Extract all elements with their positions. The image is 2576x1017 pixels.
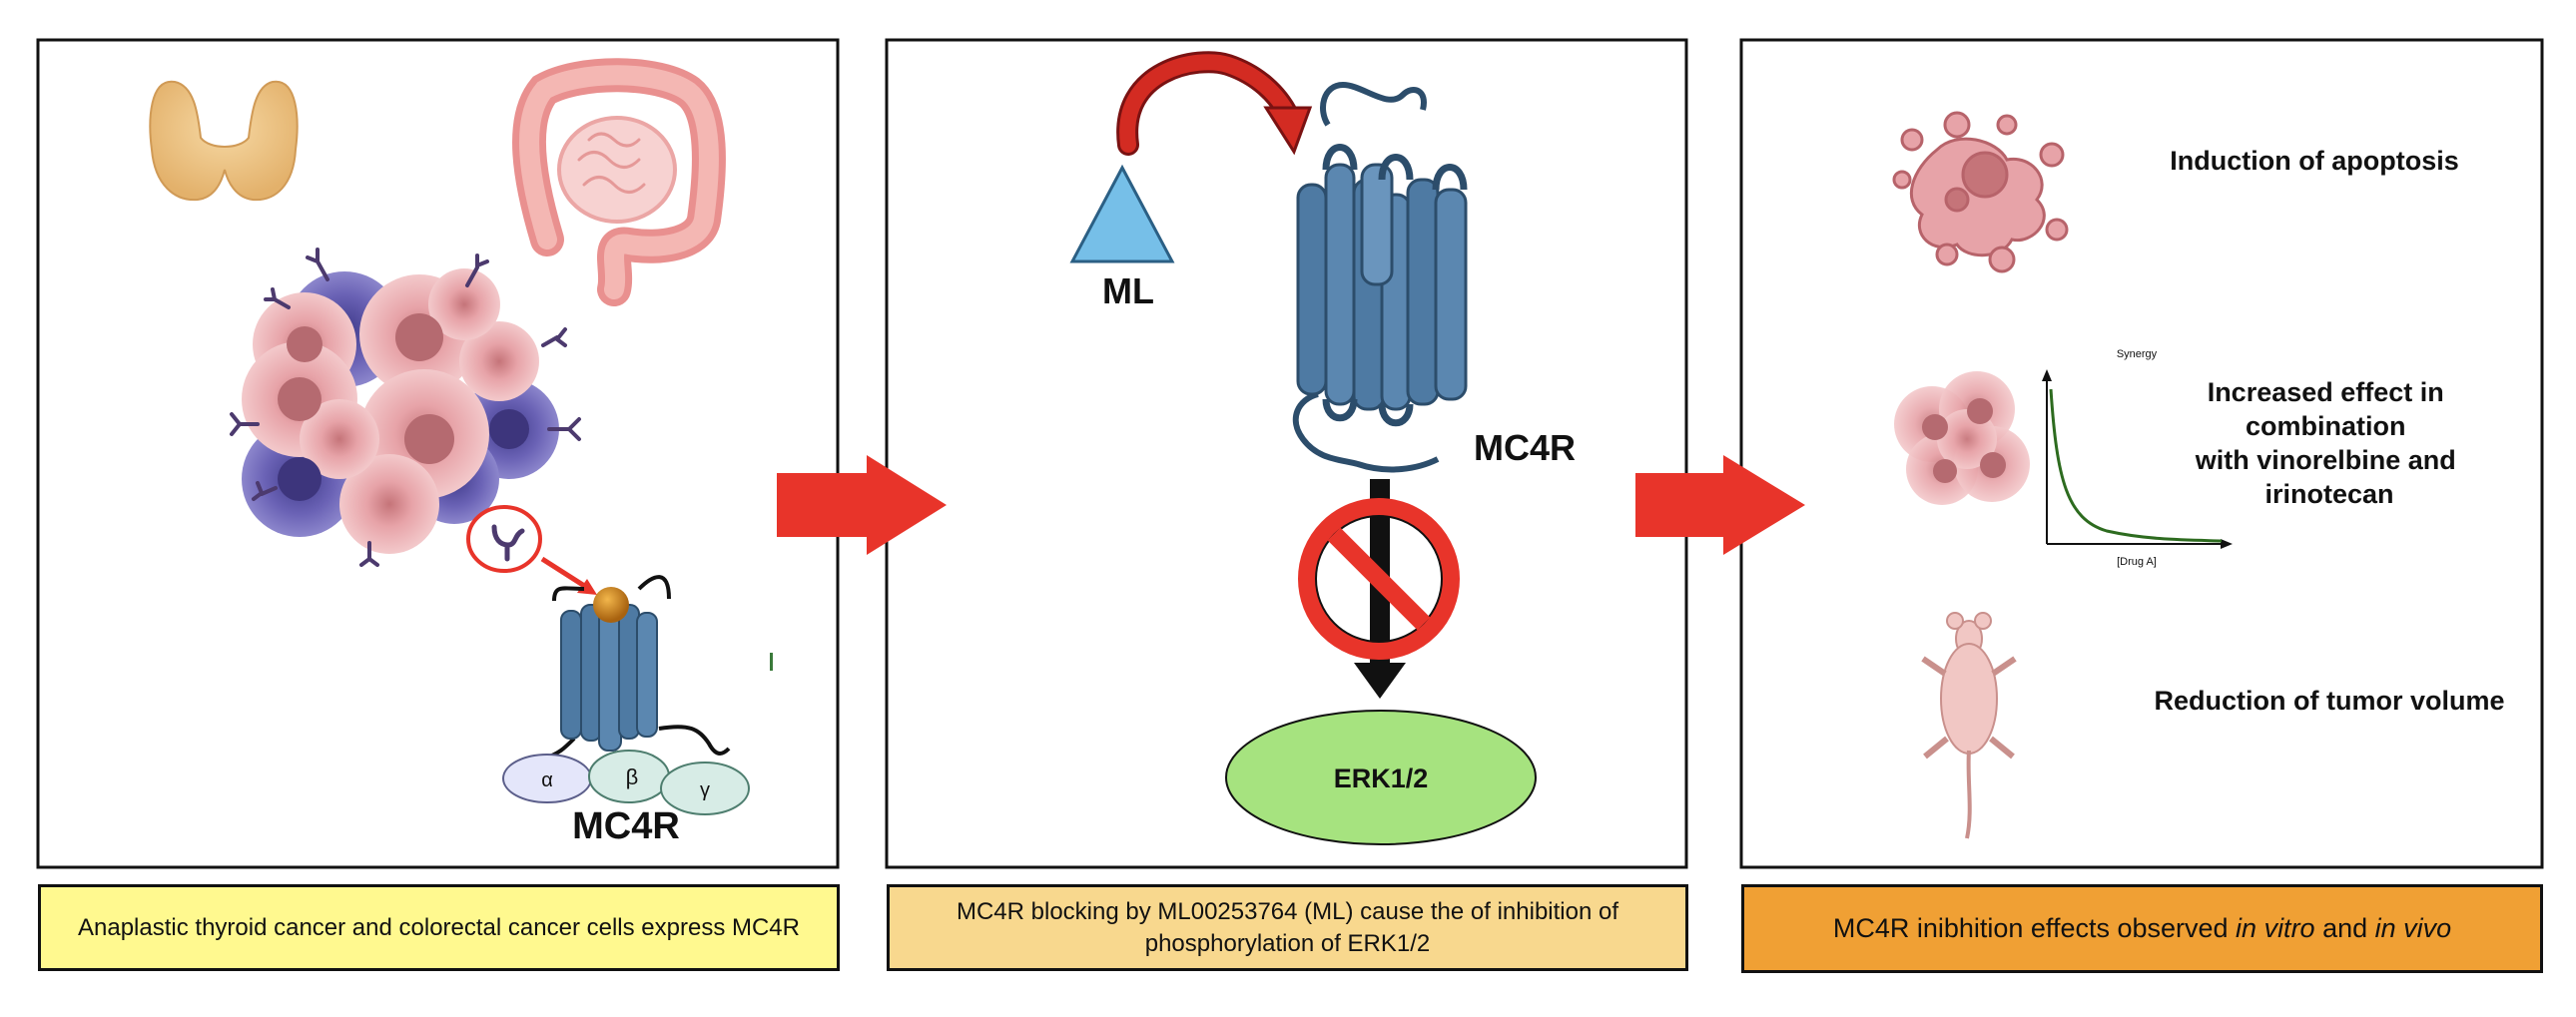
caption-right-prefix: MC4R inibhition effects observed	[1832, 912, 2237, 943]
cell-cluster-icon	[1894, 371, 2030, 505]
highlight-arrow	[540, 556, 597, 595]
synergy-chart-title: Synergy	[2117, 348, 2158, 360]
erk-label: ERK1/2	[1334, 763, 1429, 793]
tumor-cell-cluster	[242, 268, 559, 554]
subunit-gamma: γ	[700, 779, 710, 801]
effect-combination-line-2: combination	[2246, 411, 2406, 441]
highlight-circle	[466, 505, 542, 573]
caption-left: Anaplastic thyroid cancer and colorectal…	[38, 884, 840, 971]
effect-combination-line-3: with vinorelbine and	[2195, 445, 2456, 475]
effect-combination-line-1: Increased effect in	[2208, 377, 2444, 407]
flow-arrow-1	[777, 455, 947, 555]
effect-combination-line-4: irinotecan	[2264, 479, 2393, 509]
subunit-alpha: α	[541, 769, 553, 791]
erk-ellipse	[1225, 710, 1537, 845]
mc4r-receptor-middle	[1292, 81, 1468, 473]
effect-combination: Increased effect in combination with vin…	[2195, 377, 2464, 509]
flow-arrow-2	[1635, 455, 1805, 555]
thyroid-illustration	[149, 80, 299, 202]
colon-illustration	[512, 58, 726, 306]
no-sign-icon	[1298, 498, 1460, 660]
panel-right-frame	[1739, 38, 2544, 869]
caption-middle: MC4R blocking by ML00253764 (ML) cause t…	[887, 884, 1688, 971]
caption-right-in-vivo: in vivo	[2374, 912, 2452, 943]
caption-right: MC4R inibhition effects observed in vitr…	[1741, 884, 2543, 973]
subunit-beta: β	[626, 764, 639, 789]
synergy-chart: Synergy [Drug A]	[2042, 348, 2233, 568]
mc4r-receptor-left	[502, 575, 750, 815]
mouse-icon	[1921, 612, 2017, 839]
stray-mark	[770, 653, 773, 671]
caption-right-and: and	[2314, 912, 2375, 943]
synergy-chart-xlabel: [Drug A]	[2117, 556, 2157, 568]
ml-label: ML	[1102, 270, 1154, 311]
synergy-curve	[2049, 388, 2223, 543]
caption-left-text: Anaplastic thyroid cancer and colorectal…	[78, 913, 800, 941]
caption-middle-text: MC4R blocking by ML00253764 (ML) cause t…	[956, 898, 1619, 957]
mc4r-label-left: MC4R	[572, 805, 680, 847]
effect-apoptosis: Induction of apoptosis	[2170, 146, 2458, 176]
effect-tumor-volume: Reduction of tumor volume	[2155, 686, 2505, 716]
apoptotic-cell-icon	[1892, 111, 2069, 273]
mc4r-label-middle: MC4R	[1474, 427, 1576, 468]
ml-ligand-triangle	[1069, 164, 1175, 263]
binding-curved-arrow	[1116, 51, 1313, 156]
caption-right-in-vitro: in vitro	[2236, 912, 2315, 943]
surface-receptors	[230, 248, 581, 567]
